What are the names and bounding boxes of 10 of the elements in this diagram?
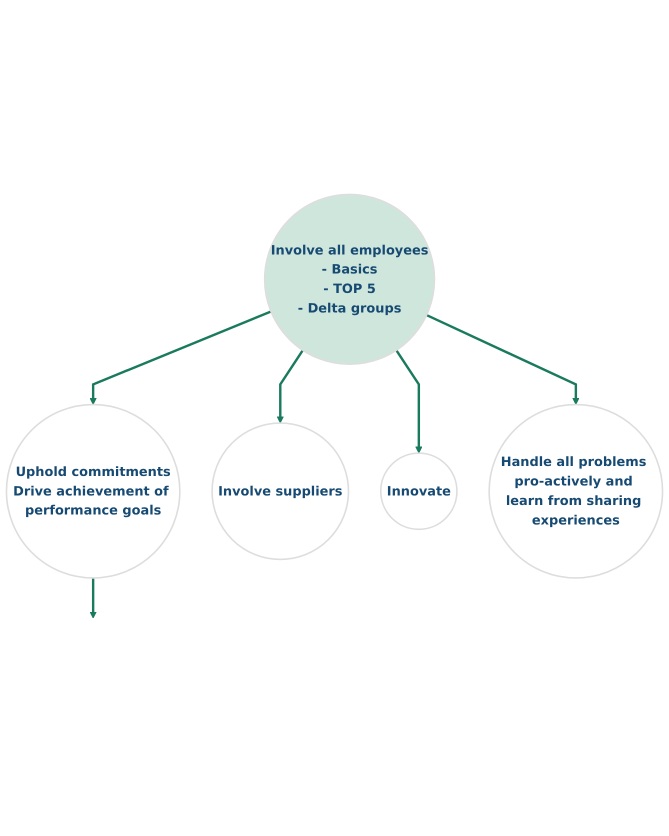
node-circle: Involve all employees - Basics - TOP 5 - Delta groups bbox=[264, 193, 436, 365]
node-circle: Uphold commitments Drive achievement of performance goals bbox=[6, 403, 181, 578]
arrow bbox=[395, 349, 422, 454]
arrow bbox=[276, 349, 304, 423]
arrow bbox=[426, 314, 580, 404]
node-circle: Innovate bbox=[380, 452, 458, 530]
node-circle: Handle all problems pro-actively and learn from sharing experiences bbox=[488, 403, 664, 578]
node-circle: Involve suppliers bbox=[211, 422, 350, 560]
arrow bbox=[90, 310, 272, 404]
arrow bbox=[90, 577, 97, 618]
